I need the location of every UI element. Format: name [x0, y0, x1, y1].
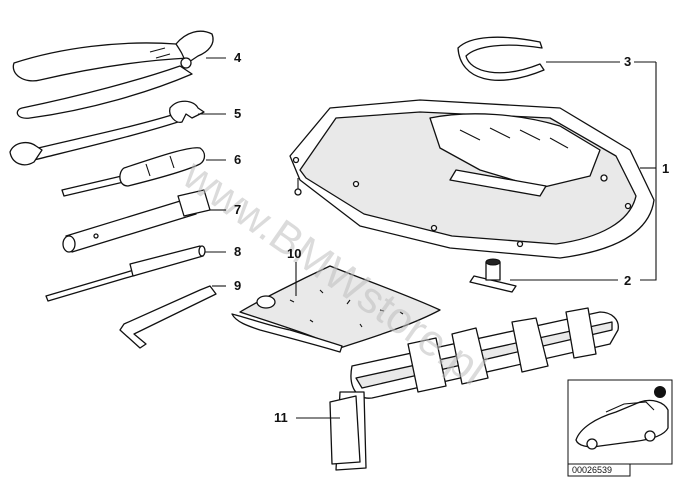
pliers-part — [12, 30, 214, 119]
wrench-part — [9, 100, 205, 166]
callout-6: 6 — [234, 152, 241, 167]
tool-holder-part — [329, 307, 619, 471]
callout-5: 5 — [234, 106, 241, 121]
callout-10: 10 — [287, 246, 301, 261]
screwdriver-part — [61, 147, 206, 197]
hex-key-part — [119, 285, 217, 349]
callout-7: 7 — [234, 202, 241, 217]
engine-cover-part — [289, 99, 655, 259]
callout-2: 2 — [624, 273, 631, 288]
mounting-bolt-part — [469, 258, 517, 293]
tool-bag-part — [231, 265, 441, 353]
car-reference-thumbnail: 00026539 — [567, 379, 673, 477]
socket-wrench-part — [62, 189, 211, 253]
retaining-clip-part — [457, 36, 545, 81]
callout-8: 8 — [234, 244, 241, 259]
drift-pin-part — [45, 245, 206, 302]
callout-4: 4 — [234, 50, 242, 65]
callout-1: 1 — [662, 161, 669, 176]
callout-9: 9 — [234, 278, 241, 293]
leader-lines — [198, 57, 657, 419]
callout-11: 11 — [274, 410, 288, 425]
cover-screw-part — [294, 178, 302, 196]
reference-number: 00026539 — [572, 465, 612, 475]
callout-labels: 4 5 6 7 8 9 10 3 1 2 11 — [234, 50, 669, 425]
callout-3: 3 — [624, 54, 631, 69]
